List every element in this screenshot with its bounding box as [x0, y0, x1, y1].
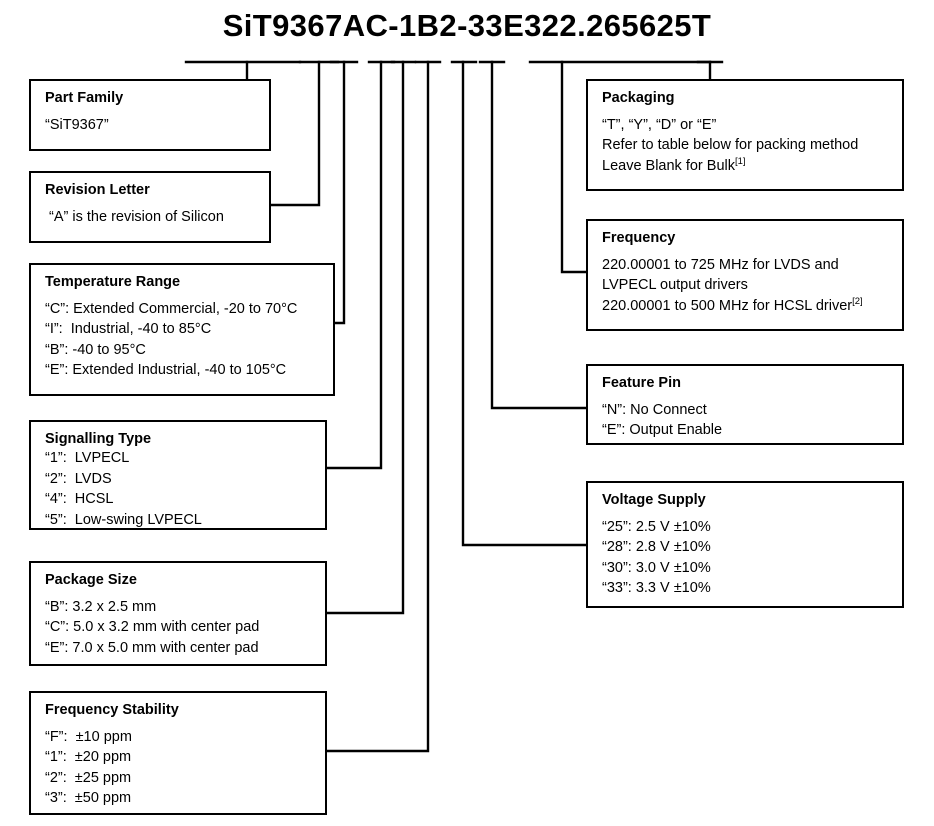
leader-revision-route — [269, 60, 321, 207]
callout-title: Package Size — [45, 572, 137, 588]
callout-line: “T”, “Y”, “D” or “E” — [602, 117, 717, 134]
callout-line: “3”: ±50 ppm — [45, 790, 132, 807]
footnote-marker-2: [2] — [852, 295, 863, 307]
callout-line: “B”: 3.2 x 2.5 mm — [45, 599, 157, 616]
callout-line: “E”: Output Enable — [602, 422, 723, 439]
callout-line: 220.00001 to 725 MHz for LVDS and — [602, 257, 839, 274]
callout-title: Packaging — [602, 90, 675, 106]
callout-line: “F”: ±10 ppm — [45, 729, 132, 746]
callout-line: “2”: ±25 ppm — [45, 769, 132, 786]
callout-line: “E”: 7.0 x 5.0 mm with center pad — [45, 639, 259, 656]
callout-line: “I”: Industrial, -40 to 85°C — [45, 321, 212, 338]
leader-signalling-route — [325, 60, 383, 470]
callout-voltage-supply: Voltage Supply “25”: 2.5 V ±10% “28”: 2.… — [586, 481, 904, 608]
leader-temperature-route — [333, 60, 346, 325]
callout-part-family: Part Family “SiT9367” — [29, 79, 271, 151]
callout-line-text: 220.00001 to 500 MHz for HCSL driver — [602, 297, 853, 314]
leader-frequency-route — [560, 60, 588, 274]
leader-stability-route — [325, 60, 430, 753]
callout-title: Signalling Type — [45, 431, 152, 447]
callout-title: Frequency — [602, 230, 676, 246]
callout-line: “C”: 5.0 x 3.2 mm with center pad — [45, 619, 260, 636]
leader-voltage-route — [461, 60, 588, 547]
callout-packaging: Packaging “T”, “Y”, “D” or “E” Refer to … — [586, 79, 904, 191]
callout-line: Refer to table below for packing method — [602, 137, 859, 154]
callout-signalling-type: Signalling Type “1”: LVPECL “2”: LVDS “4… — [29, 420, 327, 530]
callout-line: “25”: 2.5 V ±10% — [602, 519, 711, 536]
callout-line: “E”: Extended Industrial, -40 to 105°C — [45, 362, 287, 379]
leader-package-route — [325, 60, 405, 615]
callout-line-text: Leave Blank for Bulk — [602, 157, 735, 174]
callout-line: “A” is the revision of Silicon — [45, 209, 224, 226]
callout-line-with-footnote: 220.00001 to 500 MHz for HCSL driver[2] — [602, 296, 902, 316]
callout-frequency: Frequency 220.00001 to 725 MHz for LVDS … — [586, 219, 904, 331]
callout-line: “33”: 3.3 V ±10% — [602, 580, 711, 597]
footnote-marker-1: [1] — [735, 155, 746, 167]
callout-frequency-stability: Frequency Stability “F”: ±10 ppm “1”: ±2… — [29, 691, 327, 815]
callout-title: Frequency Stability — [45, 702, 179, 718]
callout-line: “C”: Extended Commercial, -20 to 70°C — [45, 301, 298, 318]
callout-line: “5”: Low-swing LVPECL — [45, 511, 202, 528]
callout-line: “2”: LVDS — [45, 470, 112, 487]
callout-line: “SiT9367” — [45, 117, 109, 134]
callout-package-size: Package Size “B”: 3.2 x 2.5 mm “C”: 5.0 … — [29, 561, 327, 666]
callout-line: “4”: HCSL — [45, 491, 114, 508]
callout-temperature-range: Temperature Range “C”: Extended Commerci… — [29, 263, 335, 396]
part-number-title: SiT9367AC-1B2-33E322.265625T — [222, 8, 712, 43]
callout-line: “1”: ±20 ppm — [45, 749, 132, 766]
callout-line: “1”: LVPECL — [45, 450, 130, 467]
callout-title: Revision Letter — [45, 182, 150, 198]
callout-title: Feature Pin — [602, 375, 681, 391]
callout-line: “B”: -40 to 95°C — [45, 341, 146, 358]
callout-feature-pin: Feature Pin “N”: No Connect “E”: Output … — [586, 364, 904, 445]
leader-feature-route — [490, 60, 588, 410]
callout-line: “30”: 3.0 V ±10% — [602, 559, 711, 576]
callout-title: Part Family — [45, 90, 124, 106]
callout-revision-letter: Revision Letter “A” is the revision of S… — [29, 171, 271, 243]
callout-title: Voltage Supply — [602, 492, 706, 508]
callout-line: LVPECL output drivers — [602, 277, 748, 294]
callout-line: “28”: 2.8 V ±10% — [602, 539, 711, 556]
callout-line: “N”: No Connect — [602, 402, 707, 419]
callout-line-with-footnote: Leave Blank for Bulk[1] — [602, 156, 902, 176]
callout-title: Temperature Range — [45, 274, 181, 290]
